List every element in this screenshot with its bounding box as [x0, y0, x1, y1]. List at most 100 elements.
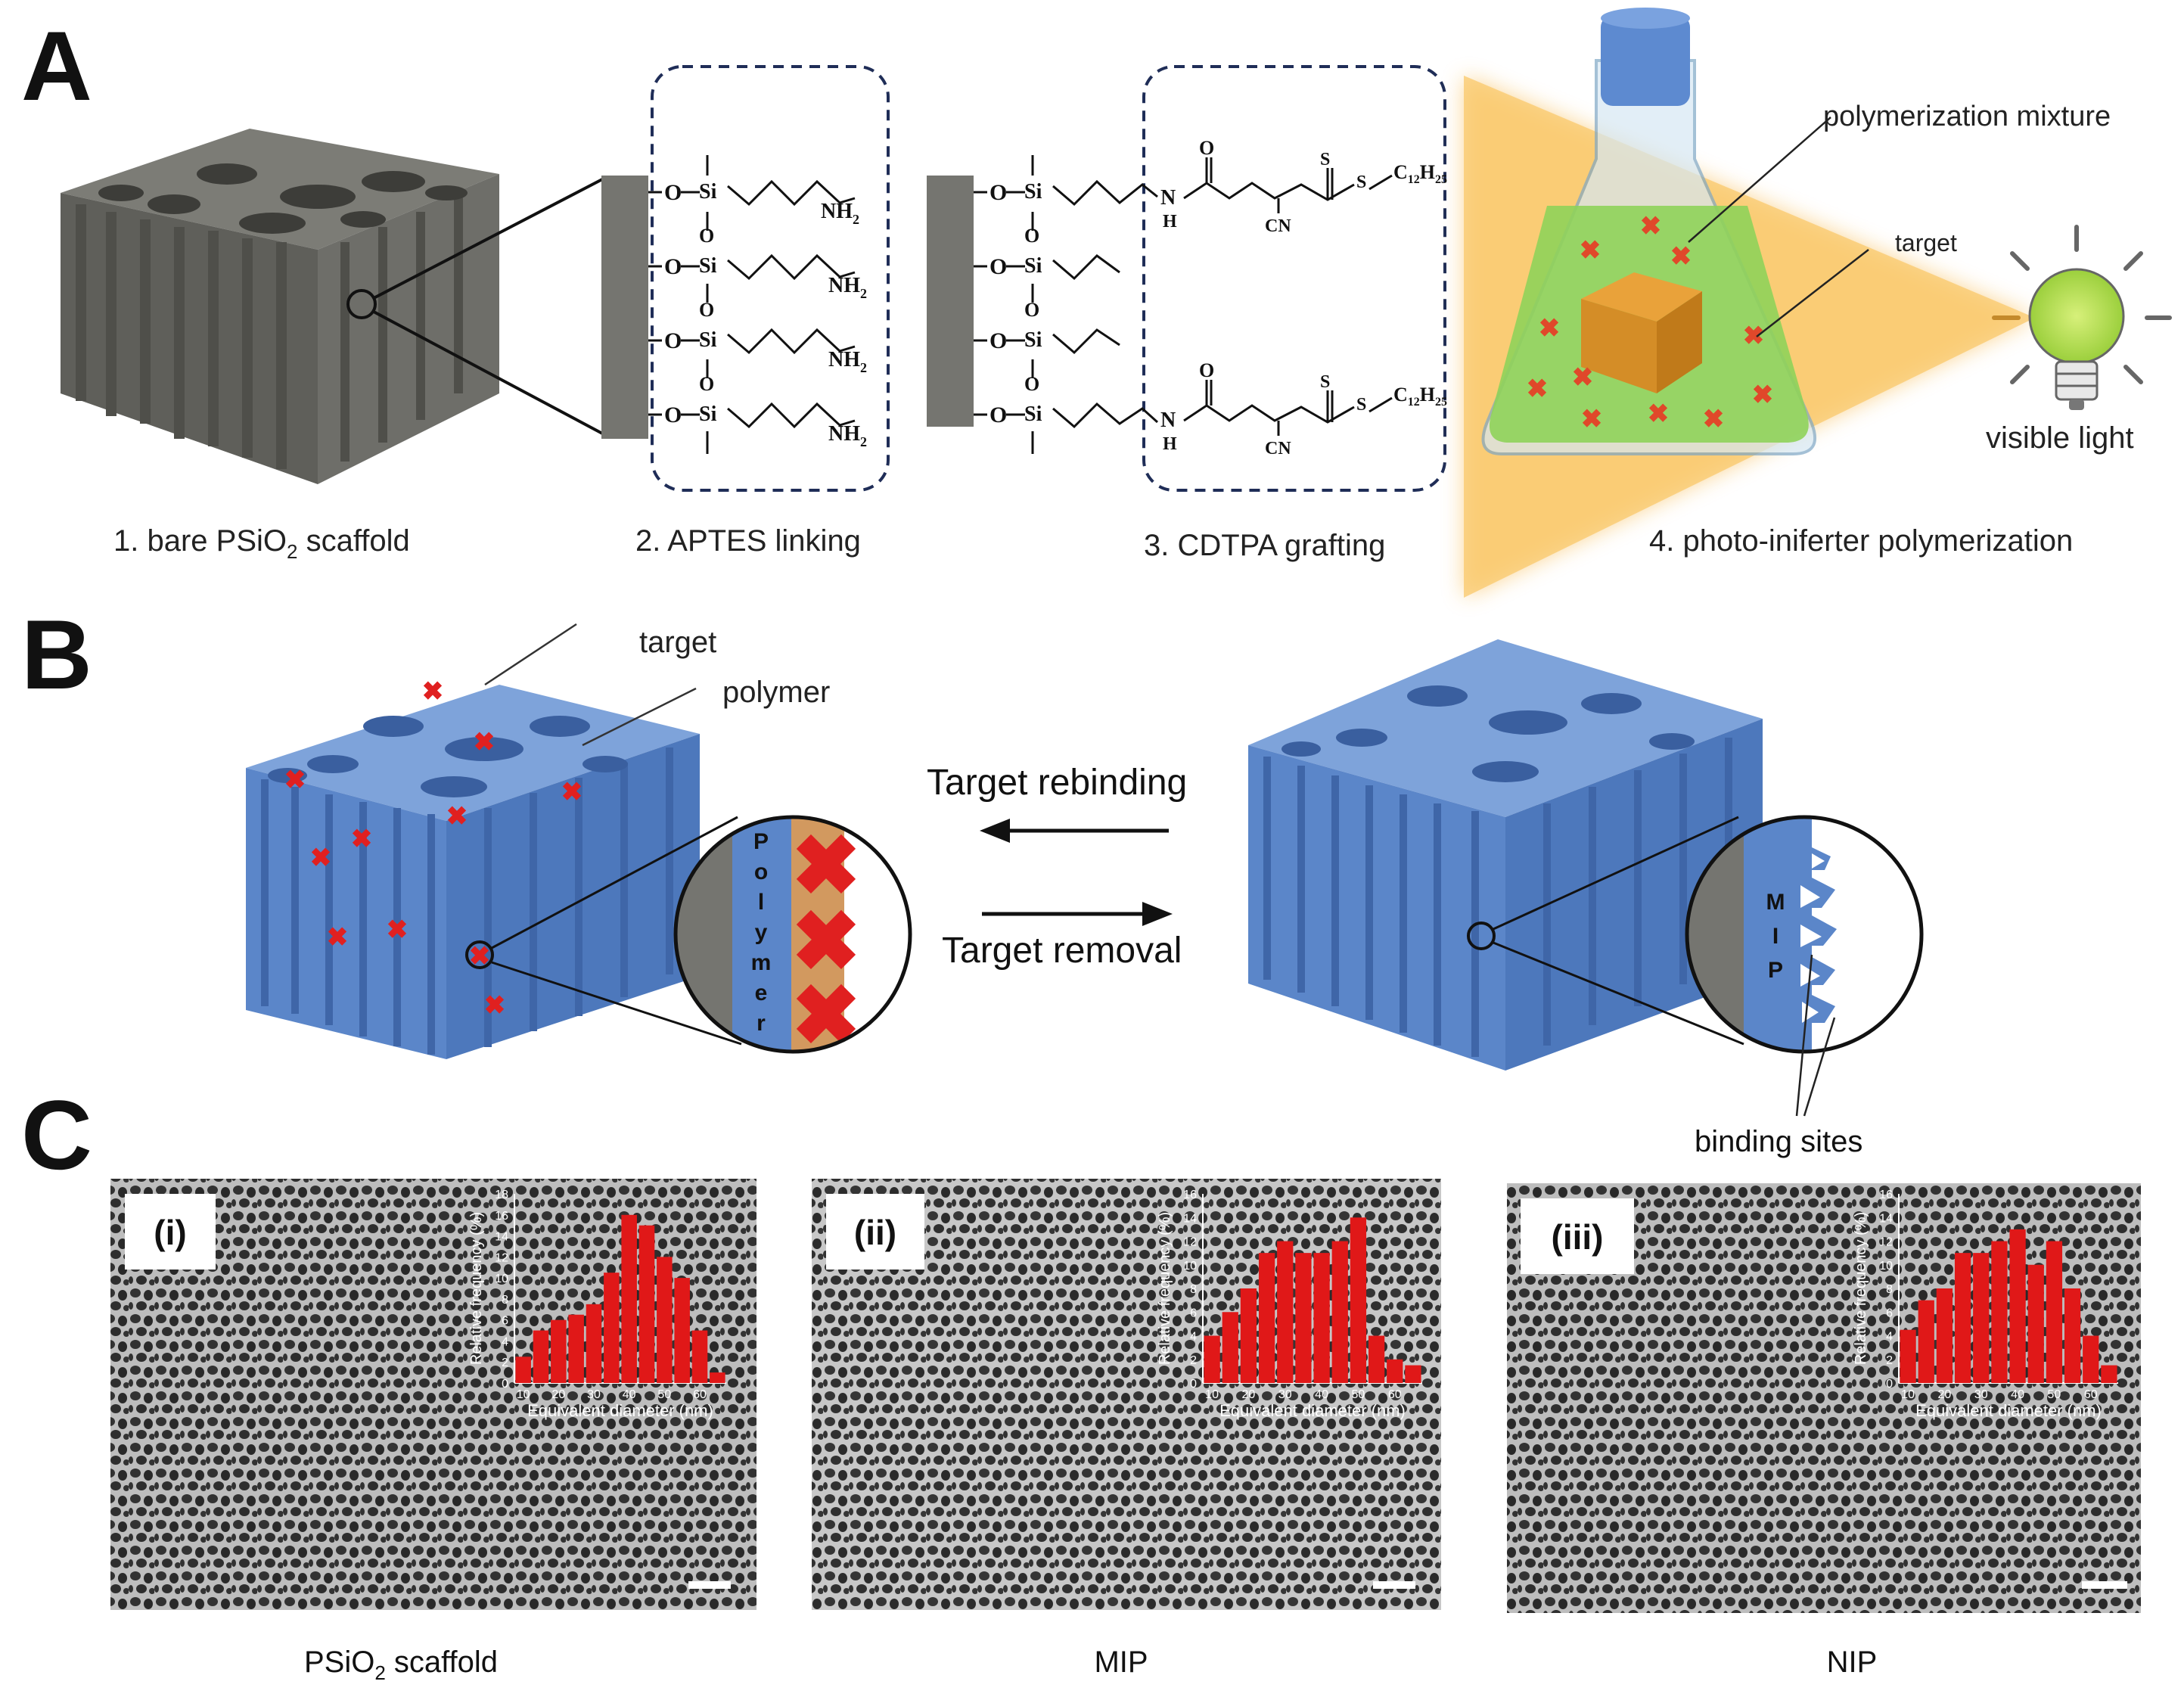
x-tick-label: 30: [1974, 1388, 1988, 1401]
target-label-b: target: [639, 626, 716, 659]
histogram-bar: [1918, 1300, 1934, 1383]
histogram-bar: [1954, 1253, 1971, 1383]
reaction-flask: ✖ ✖ ✖ ✖ ✖ ✖ ✖ ✖ ✖ ✖ ✖: [1481, 8, 1816, 455]
svg-text:✖: ✖: [474, 728, 496, 757]
svg-text:e: e: [755, 981, 768, 1005]
y-tick-label: 16: [1183, 1189, 1197, 1201]
aptes-surface: [601, 176, 648, 439]
y-tick-label: 12: [495, 1251, 508, 1264]
y-tick-label: 12: [1183, 1236, 1197, 1249]
y-tick-label: 0: [1190, 1378, 1197, 1391]
scale-bar-2: [1373, 1581, 1415, 1589]
histogram-bar: [1240, 1288, 1257, 1383]
zoom-circle-a: [346, 289, 377, 319]
x-tick-label: 40: [623, 1388, 636, 1401]
svg-text:I: I: [1772, 924, 1779, 949]
svg-text:Si: Si: [699, 254, 717, 278]
svg-text:✖: ✖: [1572, 363, 1594, 392]
scale-bar-1: [688, 1581, 731, 1589]
scale-bar-3: [2082, 1581, 2127, 1589]
x-tick-label: 10: [517, 1388, 530, 1401]
y-tick-label: 8: [502, 1294, 508, 1307]
svg-text:H: H: [1163, 434, 1177, 454]
zoom-circle-b-right: [1467, 921, 1496, 950]
x-tick-label: 30: [1278, 1388, 1292, 1401]
svg-text:(iii): (iii): [1552, 1217, 1604, 1257]
cdtpa-labels: O O O O Si Si Si Si O O O N H O S S CN C…: [989, 137, 1447, 458]
panel-letter-a: A: [21, 11, 92, 121]
svg-text:✖: ✖: [561, 778, 583, 806]
x-tick-label: 10: [1901, 1388, 1915, 1401]
histogram-bar: [551, 1319, 567, 1383]
histogram-bar: [568, 1314, 584, 1383]
x-axis-label: Equivalent diameter (nm): [527, 1401, 713, 1420]
step4-label: 4. photo-iniferter polymerization: [1649, 524, 2073, 558]
y-tick-label: 6: [502, 1315, 508, 1328]
svg-text:✖: ✖: [387, 915, 409, 944]
svg-text:✖: ✖: [284, 766, 306, 794]
x-axis-label: Equivalent diameter (nm): [1915, 1401, 2102, 1420]
histogram-bar: [621, 1214, 637, 1383]
histogram-bar: [1991, 1241, 2008, 1383]
svg-text:✖: ✖: [446, 802, 468, 831]
aptes-labels: O O O O Si Si Si Si O O O NH2 NH2 NH2 NH…: [664, 180, 867, 449]
svg-text:✖: ✖: [791, 895, 861, 988]
sem-caption-3: NIP: [1827, 1646, 1878, 1679]
histogram-bar: [586, 1304, 602, 1383]
aptes-chemistry: [648, 155, 856, 454]
histogram-bar: [657, 1257, 673, 1383]
svg-text:✖: ✖: [1743, 322, 1765, 350]
binding-sites-label: binding sites: [1695, 1125, 1862, 1158]
svg-text:✖: ✖: [1703, 405, 1725, 434]
svg-text:C12H25: C12H25: [1393, 161, 1447, 186]
svg-text:Si: Si: [699, 402, 717, 426]
y-axis-label: Relative frequency (%): [468, 1212, 485, 1365]
svg-text:NH2: NH2: [821, 200, 859, 227]
rebinding-arrow: [980, 819, 1169, 843]
y-tick-label: 10: [1879, 1260, 1893, 1273]
svg-text:m: m: [751, 950, 772, 975]
histogram-bar: [1204, 1335, 1220, 1383]
step1-label: 1. bare PSiO2 scaffold: [113, 524, 410, 563]
svg-text:r: r: [756, 1011, 766, 1036]
removal-arrow: [982, 902, 1173, 926]
histogram-bar: [1368, 1335, 1385, 1383]
y-tick-label: 4: [1886, 1331, 1893, 1344]
sem-caption-2: MIP: [1094, 1646, 1148, 1679]
svg-text:✖: ✖: [422, 677, 444, 706]
sem-caption-1: PSiO2 scaffold: [304, 1646, 498, 1684]
svg-text:S: S: [1320, 150, 1330, 169]
histogram-bar: [1295, 1253, 1312, 1383]
svg-text:✖: ✖: [310, 844, 332, 872]
x-tick-label: 20: [551, 1388, 565, 1401]
flask-stopper: [1601, 15, 1690, 106]
y-tick-label: 14: [1183, 1212, 1197, 1225]
y-tick-label: 10: [1183, 1260, 1197, 1273]
x-tick-label: 10: [1205, 1388, 1219, 1401]
panel-letter-c: C: [21, 1080, 92, 1190]
y-tick-label: 14: [495, 1231, 508, 1244]
svg-text:P: P: [753, 829, 769, 854]
y-tick-label: 0: [1886, 1378, 1893, 1391]
svg-text:P: P: [1768, 958, 1783, 983]
svg-text:O: O: [989, 402, 1007, 427]
svg-text:O: O: [1024, 225, 1039, 247]
histogram-bar: [1222, 1312, 1238, 1383]
aptes-dashed-box: [651, 65, 890, 492]
cdtpa-dashed-box: [1142, 65, 1446, 492]
x-tick-label: 60: [2084, 1388, 2098, 1401]
svg-text:H: H: [1163, 212, 1177, 232]
svg-text:Si: Si: [1024, 328, 1042, 352]
y-tick-label: 10: [495, 1273, 508, 1285]
svg-text:O: O: [699, 373, 714, 395]
bare-scaffold-block: [61, 129, 499, 484]
svg-text:O: O: [1024, 299, 1039, 321]
mip-scaffold-block: [1248, 639, 1763, 1071]
svg-text:✖: ✖: [484, 991, 506, 1020]
y-tick-label: 0: [502, 1378, 508, 1391]
y-axis-label: Relative frequency (%): [1853, 1212, 1869, 1365]
svg-text:NH2: NH2: [828, 274, 867, 301]
svg-text:Si: Si: [699, 180, 717, 204]
